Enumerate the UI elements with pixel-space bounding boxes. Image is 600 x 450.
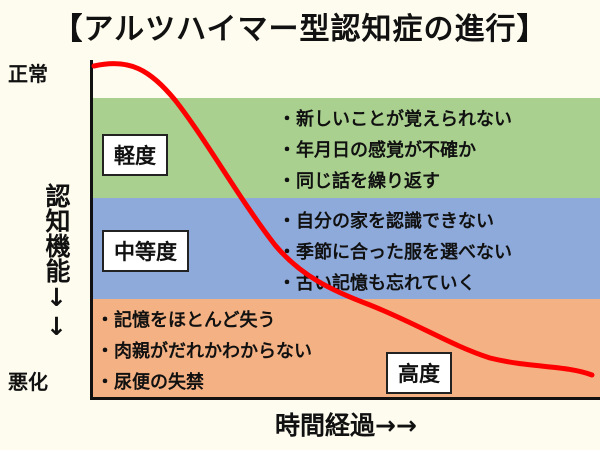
- moderate-note: 自分の家を認識できない: [278, 206, 512, 237]
- y-axis-line: [90, 60, 93, 400]
- x-axis-label: 時間経過→→: [275, 411, 417, 440]
- y-axis-top-label: 正常: [8, 62, 48, 86]
- moderate-note: 古い記憶も忘れていく: [278, 268, 512, 299]
- y-axis-label: 認知機能↓↓: [42, 183, 71, 341]
- severe-note: 肉親がだれかわからない: [96, 336, 312, 367]
- mild-stage-label: 軽度: [102, 134, 168, 176]
- severe-stage-notes: 記憶をほとんど失う 肉親がだれかわからない 尿便の失禁: [96, 305, 312, 398]
- severe-stage-label: 高度: [386, 352, 452, 394]
- diagram-title: 【アルツハイマー型認知症の進行】: [52, 12, 548, 47]
- mild-note: 年月日の感覚が不確か: [278, 135, 512, 166]
- moderate-note: 季節に合った服を選べない: [278, 237, 512, 268]
- moderate-stage-notes: 自分の家を認識できない 季節に合った服を選べない 古い記憶も忘れていく: [278, 206, 512, 299]
- moderate-stage-label: 中等度: [102, 230, 189, 272]
- mild-note: 同じ話を繰り返す: [278, 166, 512, 197]
- severe-note: 尿便の失禁: [96, 367, 312, 398]
- severe-note: 記憶をほとんど失う: [96, 305, 312, 336]
- mild-note: 新しいことが覚えられない: [278, 104, 512, 135]
- x-axis-line: [90, 397, 600, 400]
- y-axis-bottom-label: 悪化: [8, 370, 48, 394]
- mild-stage-notes: 新しいことが覚えられない 年月日の感覚が不確か 同じ話を繰り返す: [278, 104, 512, 197]
